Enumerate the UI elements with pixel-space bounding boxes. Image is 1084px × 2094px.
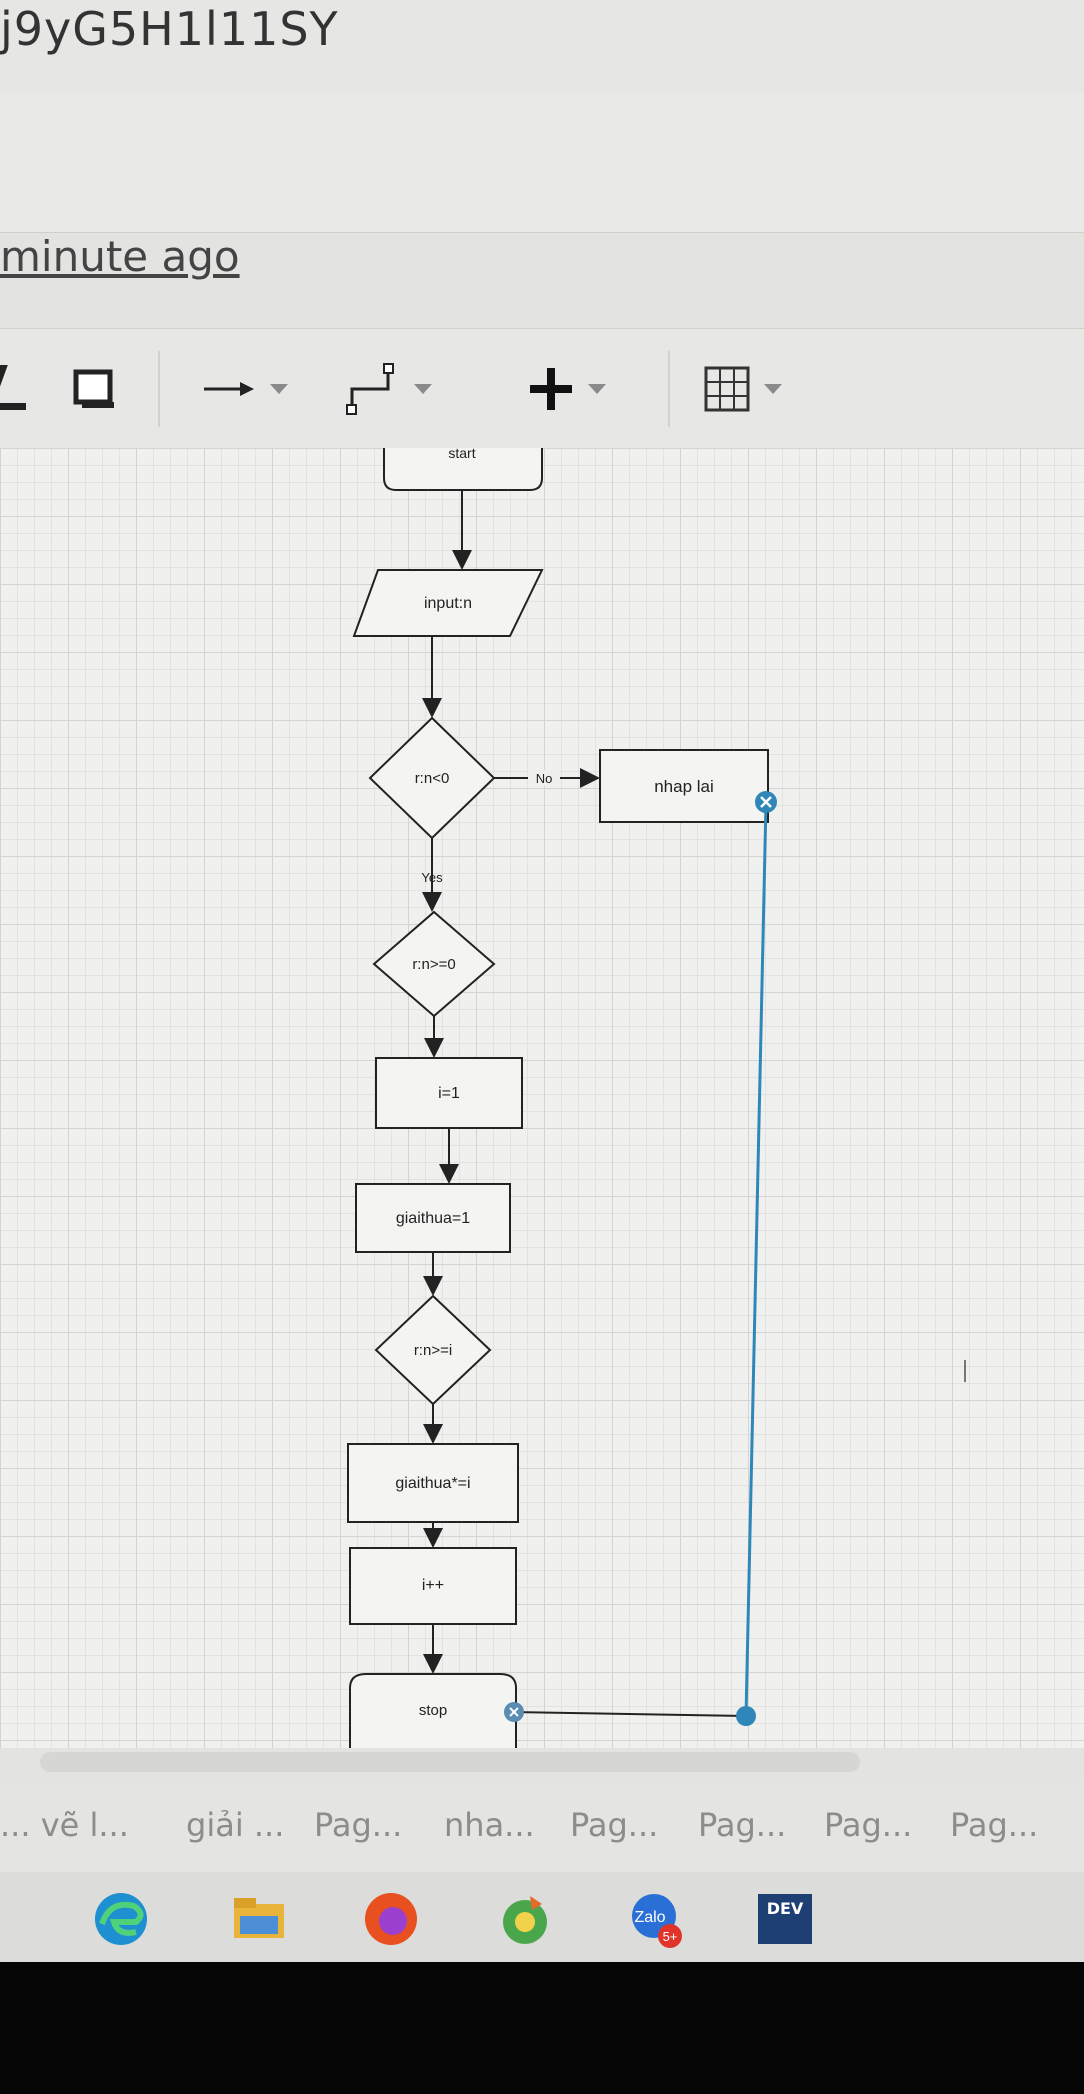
connection-arrow-icon: [204, 382, 254, 396]
yes-label: Yes: [421, 870, 443, 885]
multiply-label: giaithua*=i: [395, 1475, 470, 1492]
retry-node[interactable]: [599, 749, 769, 823]
insert-plus-icon: [530, 368, 572, 410]
taskbar: Zalo 5+ DEV: [0, 1872, 1084, 1962]
close-icon: [760, 796, 772, 808]
chevron-down-icon: [588, 384, 606, 394]
diagram-canvas[interactable]: start input:n r:n<0 No nhap lai Yes r:n>…: [0, 448, 1084, 1748]
connection-style-button[interactable]: [200, 359, 288, 419]
toolbar-separator: [668, 351, 670, 427]
selected-connector[interactable]: [744, 801, 768, 1717]
tab-page[interactable]: Pag...: [950, 1806, 1039, 1844]
last-saved-link[interactable]: minute ago: [0, 232, 240, 281]
tab-page[interactable]: giải ...: [186, 1806, 285, 1844]
increment-node[interactable]: [349, 1547, 517, 1625]
no-label: No: [536, 771, 553, 786]
increment-label: i++: [422, 1577, 444, 1594]
decision2-label: r:n>=0: [412, 956, 455, 973]
input-label: input:n: [424, 595, 472, 612]
tab-page[interactable]: Pag...: [698, 1806, 787, 1844]
firefox-icon[interactable]: [362, 1890, 420, 1948]
page-tabs: ... vẽ l... giải ... Pag... nha... Pag..…: [0, 1780, 1084, 1872]
horizontal-scrollbar[interactable]: [40, 1752, 860, 1772]
insert-button[interactable]: [528, 359, 606, 419]
init-giaithua-node[interactable]: [355, 1183, 511, 1253]
init-i-node[interactable]: [375, 1057, 523, 1129]
decision3-label: r:n>=i: [414, 1342, 452, 1359]
monitor-bezel: [0, 1962, 1084, 2094]
input-node[interactable]: [352, 569, 544, 637]
retry-label: nhap lai: [654, 777, 714, 796]
chevron-down-icon: [764, 384, 782, 394]
svg-text:Zalo: Zalo: [634, 1909, 665, 1926]
edge-icon[interactable]: [92, 1890, 150, 1948]
chevron-down-icon: [414, 384, 432, 394]
tab-page[interactable]: nha...: [444, 1806, 535, 1844]
tab-page[interactable]: ... vẽ l...: [0, 1806, 129, 1844]
tab-page[interactable]: Pag...: [570, 1806, 659, 1844]
table-button[interactable]: [704, 359, 782, 419]
fill-color-icon: [0, 365, 26, 410]
waypoints-button[interactable]: [340, 359, 432, 419]
tab-page[interactable]: Pag...: [314, 1806, 403, 1844]
zalo-icon[interactable]: Zalo 5+: [626, 1890, 684, 1948]
dev-cpp-icon[interactable]: DEV: [756, 1890, 814, 1948]
stop-label: stop: [419, 1702, 447, 1719]
file-explorer-icon[interactable]: [230, 1890, 288, 1948]
coccoc-icon[interactable]: [496, 1890, 554, 1948]
tab-page[interactable]: Pag...: [824, 1806, 913, 1844]
decision1-label: r:n<0: [415, 770, 450, 787]
waypoints-icon: [346, 363, 394, 415]
return-connector[interactable]: [511, 1711, 747, 1717]
shadow-icon: [73, 369, 114, 408]
format-toolbar: [0, 328, 1084, 450]
multiply-node[interactable]: [347, 1443, 519, 1523]
waypoint-handle[interactable]: [736, 1706, 756, 1726]
stop-node[interactable]: [349, 1673, 517, 1748]
toolbar-separator: [158, 351, 160, 427]
close-icon: [509, 1707, 519, 1717]
fill-color-button[interactable]: [0, 359, 30, 419]
title-bar: j9yG5H1l11SY: [0, 0, 1084, 92]
chevron-down-icon: [270, 384, 288, 394]
no-label-bg: [528, 770, 560, 786]
table-icon: [704, 366, 750, 412]
menu-area: [0, 92, 1084, 233]
flowchart: start input:n r:n<0 No nhap lai Yes r:n>…: [347, 448, 777, 1748]
start-label: start: [448, 448, 475, 461]
document-title[interactable]: j9yG5H1l11SY: [0, 2, 339, 56]
init-i-label: i=1: [438, 1085, 460, 1102]
init-giaithua-label: giaithua=1: [396, 1210, 470, 1227]
text-cursor: [964, 1360, 966, 1382]
dev-label: DEV: [767, 1899, 804, 1918]
notification-badge: 5+: [663, 1929, 678, 1944]
shadow-button[interactable]: [70, 359, 120, 419]
